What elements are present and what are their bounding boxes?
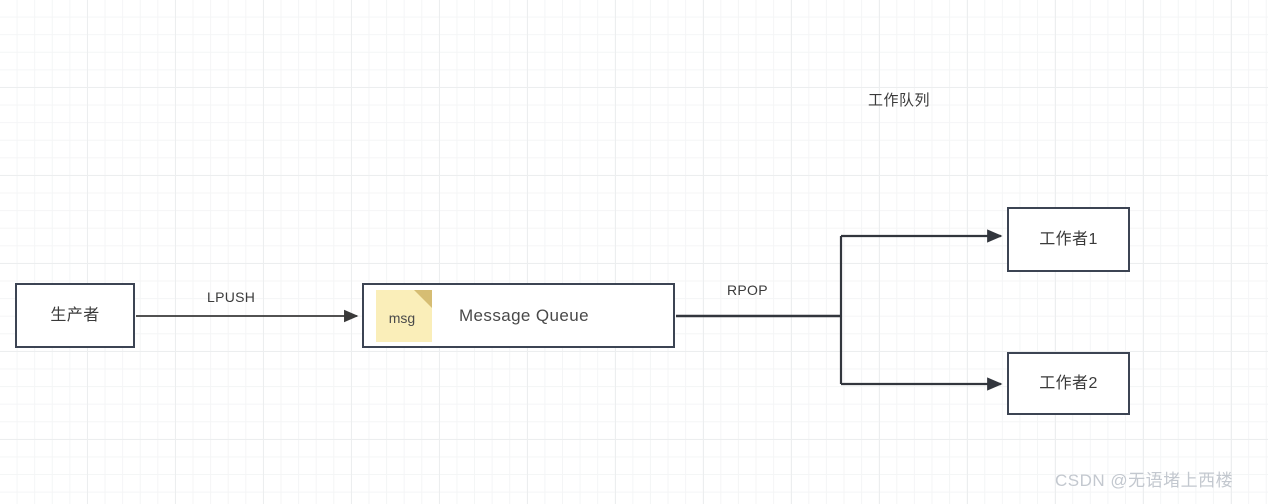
diagram-title: 工作队列 (868, 92, 931, 109)
node-producer-label: 生产者 (50, 306, 100, 324)
node-worker-2[interactable]: 工作者2 (1007, 352, 1130, 415)
node-worker-1-label: 工作者1 (1039, 230, 1098, 248)
msg-note-label: msg (388, 310, 416, 326)
node-worker-2-label: 工作者2 (1039, 374, 1098, 392)
note-fold-corner-icon (414, 290, 432, 308)
csdn-watermark: CSDN @无语堵上西楼 (1055, 471, 1234, 490)
node-worker-1[interactable]: 工作者1 (1007, 207, 1130, 272)
edge-label-rpop: RPOP (727, 282, 768, 298)
node-producer[interactable]: 生产者 (15, 283, 135, 348)
msg-note-icon: msg (376, 290, 432, 342)
node-message-queue-label: Message Queue (459, 306, 589, 325)
edge-label-lpush: LPUSH (207, 289, 256, 305)
